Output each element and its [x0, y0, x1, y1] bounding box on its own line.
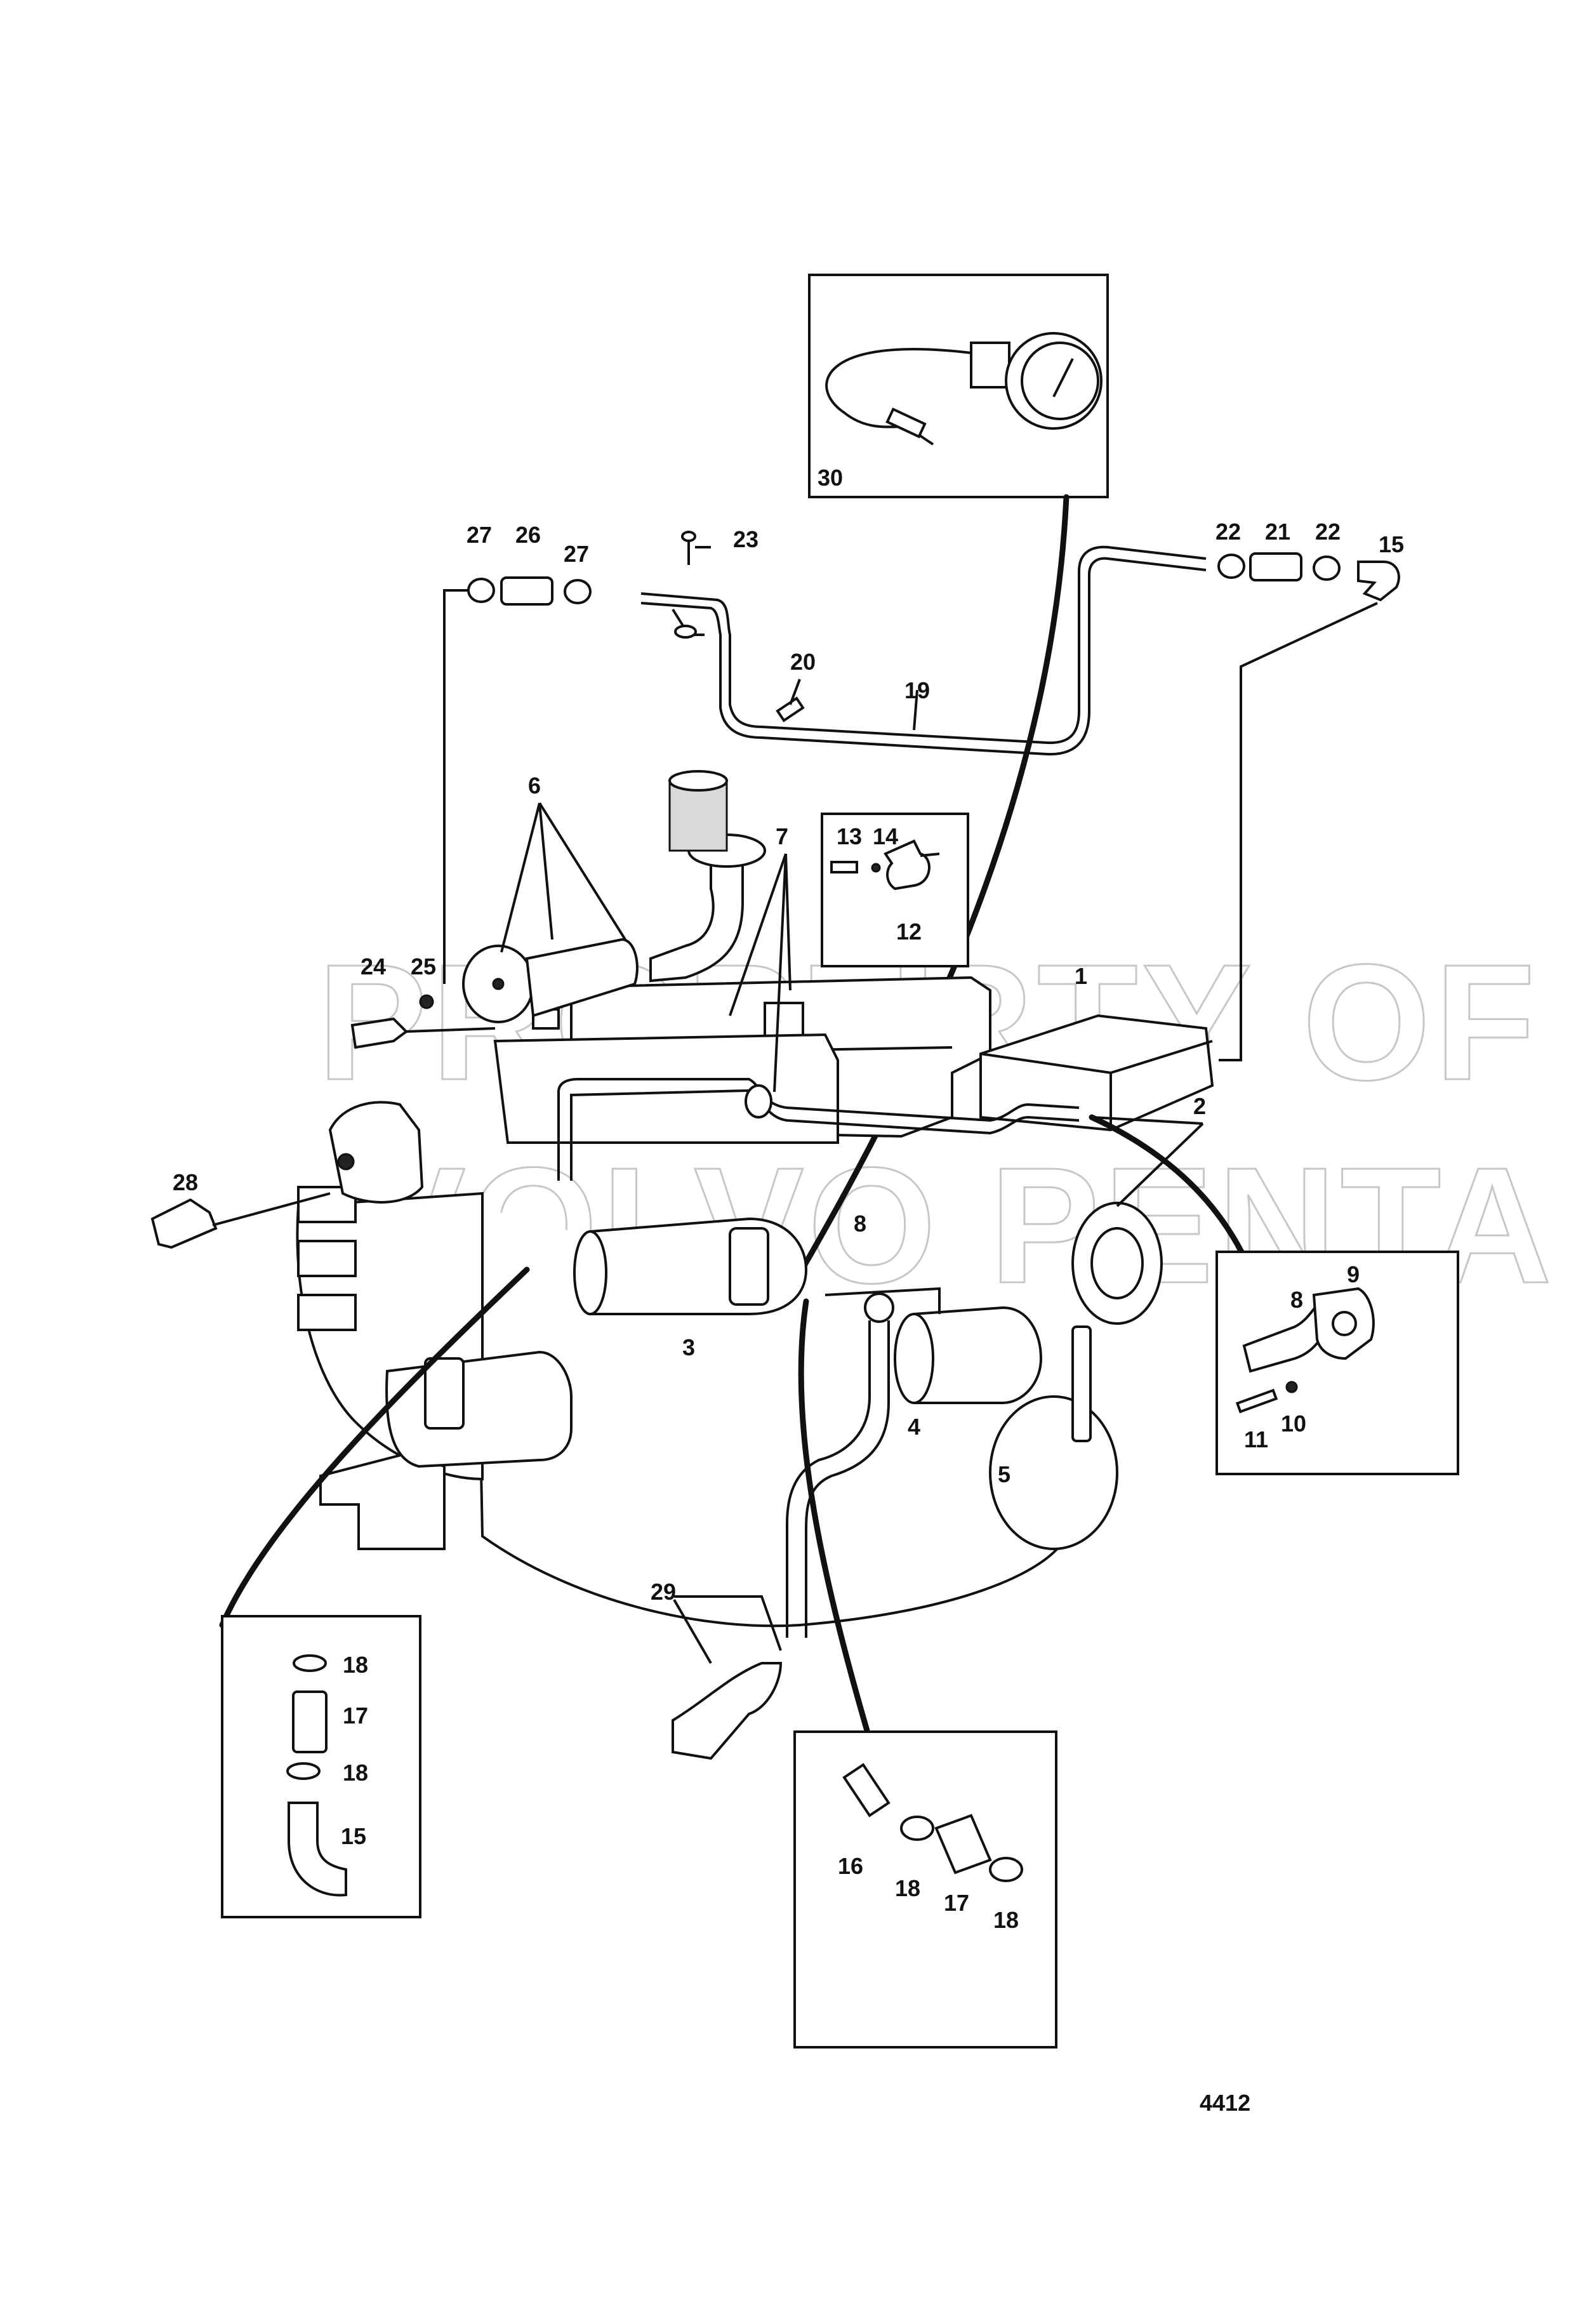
callout-20: 20 — [790, 649, 816, 675]
gauge-sensor — [885, 407, 927, 439]
callout-28: 28 — [173, 1169, 198, 1195]
elbow-15-detail — [288, 1802, 347, 1897]
washer-10 — [1285, 1381, 1298, 1393]
hose-clamp-27b — [564, 579, 592, 604]
callout-2: 2 — [1193, 1093, 1206, 1119]
callout-9: 9 — [1347, 1261, 1360, 1287]
bolt-11 — [1235, 1388, 1278, 1414]
hose-21 — [1249, 552, 1302, 581]
callout-15: 15 — [1379, 531, 1404, 557]
callout-23: 23 — [733, 526, 758, 552]
callout-24: 24 — [361, 953, 386, 979]
turbo-inlet — [525, 938, 639, 1018]
hose-clamp-27a — [467, 578, 495, 603]
pipe-19 — [640, 545, 1207, 745]
heat-exchanger — [979, 1014, 1214, 1132]
gauge-lead-line — [784, 494, 1070, 1298]
sea-cock — [672, 1662, 783, 1760]
callout-27a: 27 — [467, 522, 492, 548]
callout-8: 8 — [854, 1211, 866, 1237]
fitting-28 — [150, 1198, 218, 1249]
callout-15b: 15 — [341, 1823, 366, 1849]
exhaust-manifold — [493, 1033, 839, 1144]
washer-14 — [871, 863, 881, 873]
callout-18a: 18 — [343, 1652, 368, 1678]
callout-18d: 18 — [993, 1907, 1019, 1933]
callout-6: 6 — [528, 773, 541, 799]
callout-17: 17 — [343, 1703, 368, 1729]
callout-17b: 17 — [944, 1890, 969, 1916]
callout-8b: 8 — [1290, 1287, 1303, 1313]
lead-to-inset-right — [1089, 1114, 1247, 1260]
callouts: 1 2 3 4 5 6 7 8 8 9 10 11 12 13 14 15 15… — [173, 519, 1404, 2116]
inset-gauge: 30 — [808, 274, 1109, 498]
engine-mount — [319, 1452, 446, 1550]
inset-clip — [821, 813, 969, 967]
pump-4 — [913, 1306, 1043, 1404]
inset-frame-center — [793, 1730, 1057, 2048]
callout-22b: 22 — [1315, 519, 1341, 545]
inset-hose-kit-left — [221, 1615, 421, 1918]
sea-water-pump-cover — [328, 1101, 424, 1204]
lead-29-to-inset — [798, 1298, 873, 1743]
gauge-neck — [970, 342, 1010, 388]
plug-25 — [419, 994, 434, 1009]
callout-18b: 18 — [343, 1760, 368, 1786]
gauge-needle — [1052, 358, 1074, 397]
pipe-5 — [1071, 1325, 1092, 1442]
fitting-24 — [350, 1017, 409, 1049]
clamp-18-center-b — [989, 1857, 1023, 1882]
callout-4: 4 — [908, 1414, 920, 1440]
callout-29: 29 — [651, 1579, 676, 1605]
leader-lines — [500, 546, 1204, 1664]
clamp-18-bottom — [286, 1762, 321, 1780]
screw-13 — [830, 861, 858, 873]
callout-5: 5 — [998, 1461, 1010, 1487]
callout-27b: 27 — [564, 541, 589, 567]
gauge-face — [1021, 342, 1099, 420]
clamp-18-top — [293, 1654, 327, 1672]
callout-13: 13 — [837, 823, 862, 849]
callout-21: 21 — [1265, 519, 1290, 545]
hose-17-center — [934, 1814, 992, 1875]
hose-26 — [500, 576, 553, 606]
callout-14: 14 — [873, 823, 898, 849]
callout-7: 7 — [776, 823, 788, 849]
diagram-number: 4412 — [1200, 2090, 1250, 2116]
starter-motor — [385, 1350, 573, 1468]
callout-26: 26 — [515, 522, 541, 548]
callout-25: 25 — [411, 953, 436, 979]
hose-17-left — [292, 1690, 328, 1753]
lead-to-inset-left — [219, 1266, 530, 1628]
callout-18c: 18 — [895, 1875, 920, 1901]
callout-11: 11 — [1244, 1426, 1268, 1452]
callout-16: 16 — [838, 1853, 863, 1879]
callout-12: 12 — [896, 919, 922, 945]
inset-flange — [1215, 1251, 1459, 1475]
clamp-18-center-a — [900, 1816, 934, 1841]
filter-3 — [589, 1217, 808, 1315]
callout-3: 3 — [682, 1334, 695, 1360]
engine — [150, 770, 1247, 1760]
nipple-16 — [842, 1763, 891, 1817]
leader-15-to-engine — [1219, 602, 1378, 1061]
inset-hose-kit-center — [793, 1730, 1057, 2048]
hose-29 — [786, 1320, 871, 1638]
callout-10: 10 — [1281, 1411, 1306, 1437]
callout-1: 1 — [1075, 963, 1087, 989]
elbow-15 — [1357, 561, 1400, 602]
callout-30: 30 — [818, 465, 843, 491]
hose-clamp-22a — [1217, 554, 1245, 579]
callout-22a: 22 — [1215, 519, 1241, 545]
exhaust-hose — [668, 780, 728, 852]
leader-27-to-24 — [443, 589, 470, 984]
hose-clamp-22b — [1313, 555, 1341, 581]
